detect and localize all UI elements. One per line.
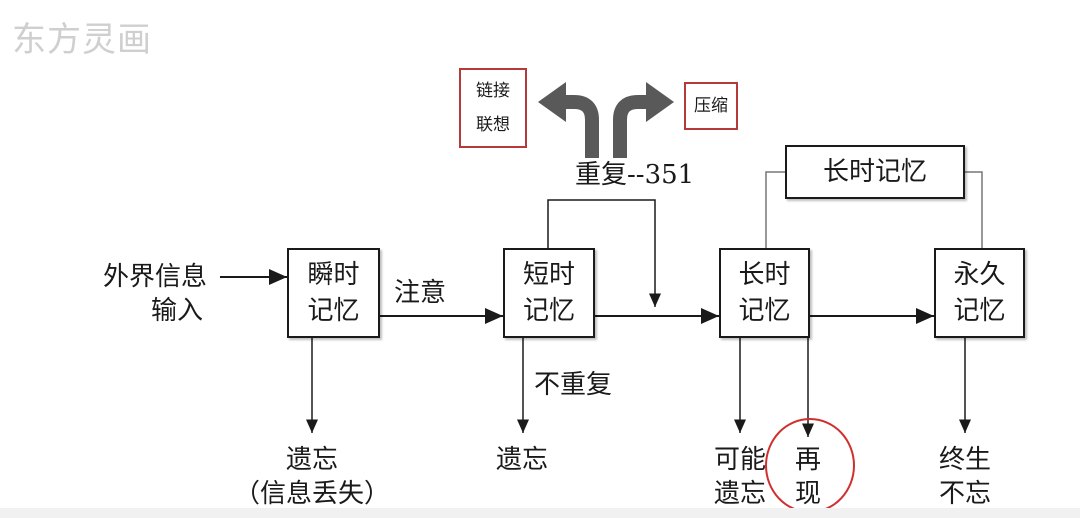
watermark: 东方灵画 bbox=[12, 20, 152, 60]
lifelong-line2: 不忘 bbox=[938, 479, 991, 509]
may-forget-label: 可能 遗忘 bbox=[700, 443, 780, 511]
sensory-memory-box: 瞬时 记忆 bbox=[287, 248, 380, 338]
short-term-memory-line1: 短时 bbox=[522, 260, 575, 290]
no-repeat-label: 不重复 bbox=[534, 370, 613, 400]
permanent-top-link bbox=[965, 171, 983, 248]
short-term-memory-box: 短时 记忆 bbox=[503, 248, 595, 338]
link-annotation-line1: 链接 bbox=[476, 81, 510, 101]
bottom-strip bbox=[0, 508, 1080, 518]
long-term-memory-top-box: 长时记忆 bbox=[785, 145, 965, 199]
forget-short-label: 遗忘 bbox=[496, 445, 549, 475]
sensory-memory-line1: 瞬时 bbox=[307, 260, 360, 290]
link-turn-arrow-icon bbox=[562, 95, 599, 158]
recall-highlight-circle bbox=[765, 418, 855, 513]
repeat-label: 重复--351 bbox=[575, 160, 695, 190]
permanent-memory-line2: 记忆 bbox=[953, 296, 1006, 326]
compress-turn-arrow-icon bbox=[613, 95, 650, 158]
link-annotation-box: 链接 联想 bbox=[459, 68, 527, 148]
long-term-top-link bbox=[765, 171, 785, 248]
may-forget-line2: 遗忘 bbox=[713, 479, 766, 509]
forget-sensory-line1: 遗忘 bbox=[285, 445, 338, 475]
attention-label: 注意 bbox=[394, 278, 447, 308]
input-label-line2: 输入 bbox=[150, 296, 203, 326]
lifelong-line1: 终生 bbox=[938, 445, 991, 475]
long-term-memory-line1: 长时 bbox=[738, 260, 791, 290]
long-term-memory-top-label: 长时记忆 bbox=[822, 157, 927, 187]
forget-sensory-line2: （信息丢失） bbox=[233, 479, 390, 509]
forget-sensory-label: 遗忘 （信息丢失） bbox=[232, 443, 392, 511]
sensory-memory-line2: 记忆 bbox=[307, 296, 360, 326]
link-arrowhead-icon bbox=[538, 82, 566, 122]
permanent-memory-box: 永久 记忆 bbox=[934, 248, 1025, 338]
link-annotation-line2: 联想 bbox=[476, 115, 510, 135]
input-label: 外界信息 输入 bbox=[90, 260, 220, 328]
compress-annotation-label: 压缩 bbox=[694, 96, 728, 116]
repeat-loop bbox=[547, 199, 661, 307]
may-forget-line1: 可能 bbox=[713, 445, 766, 475]
compress-annotation-box: 压缩 bbox=[684, 82, 738, 130]
permanent-memory-line1: 永久 bbox=[953, 260, 1006, 290]
long-term-memory-box: 长时 记忆 bbox=[719, 248, 810, 338]
long-term-memory-line2: 记忆 bbox=[738, 296, 791, 326]
compress-arrowhead-icon bbox=[646, 82, 674, 122]
lifelong-label: 终生 不忘 bbox=[925, 443, 1005, 511]
input-label-line1: 外界信息 bbox=[102, 262, 207, 292]
short-term-memory-line2: 记忆 bbox=[522, 296, 575, 326]
